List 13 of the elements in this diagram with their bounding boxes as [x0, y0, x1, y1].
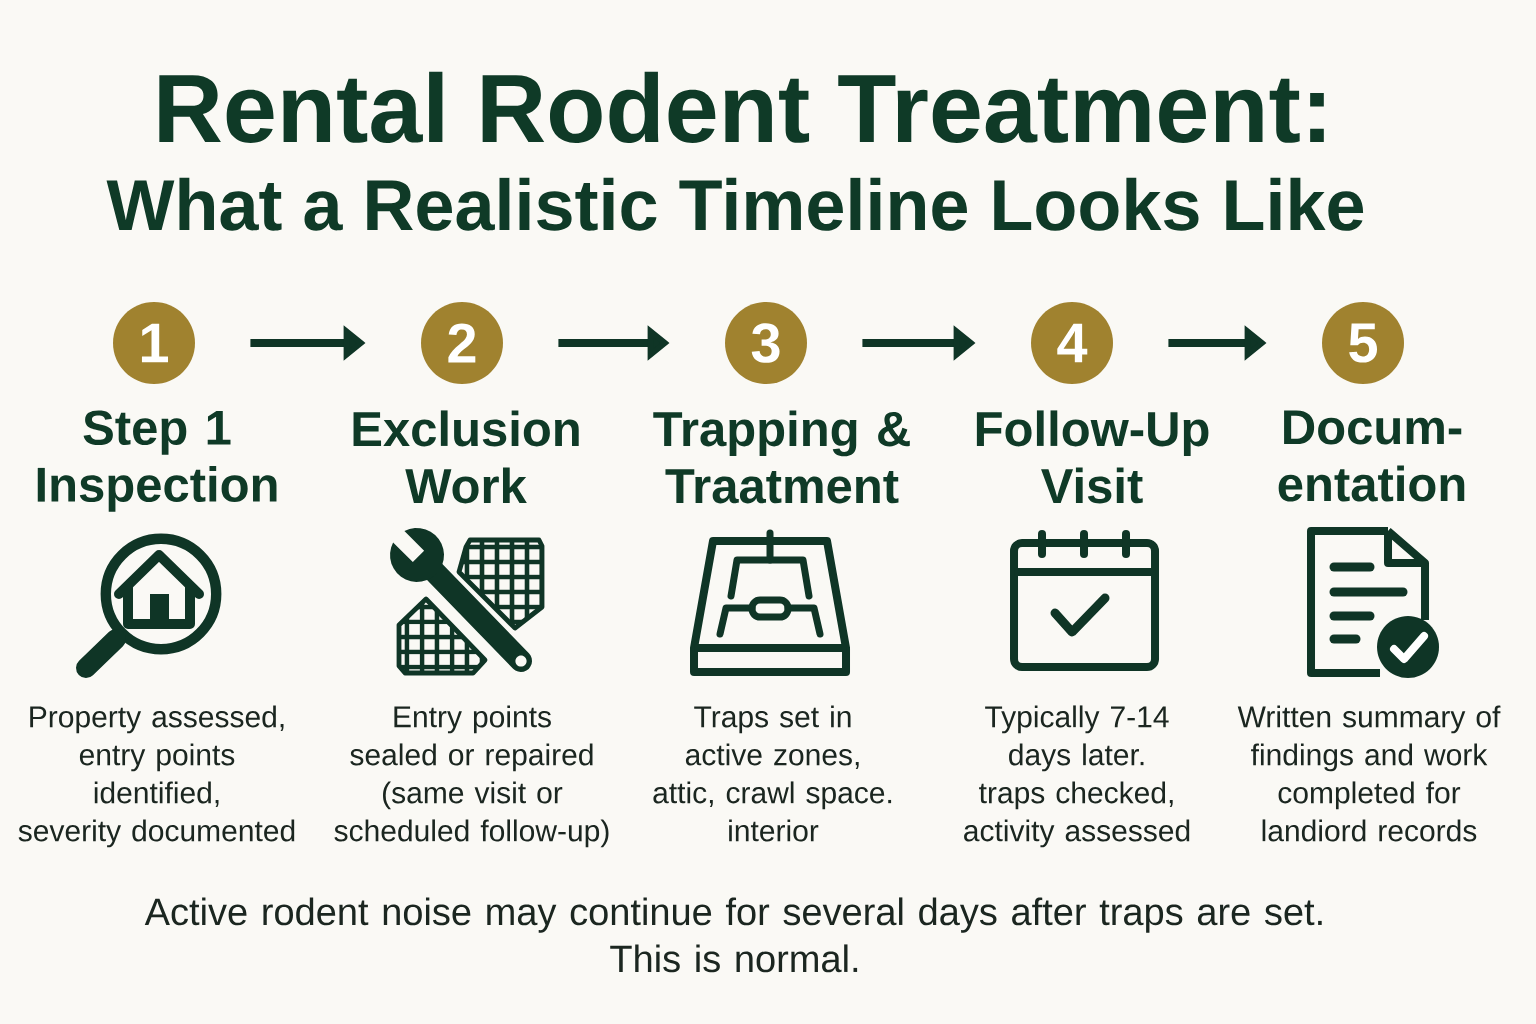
step-description: Written summary of findings and work completed for landiord records — [1237, 705, 1501, 842]
step-heading: Step 1 Inspection — [37, 410, 277, 512]
title: Rental Rodent Treatment: — [159, 71, 1324, 143]
step-heading: Trapping & Traatment — [653, 410, 910, 504]
subtitle: What a Realistic Timeline Looks Like — [106, 177, 1364, 231]
step-description: Traps set in active zones, attic, crawl space. interior — [653, 705, 892, 842]
step-description: Typically 7-14 days later. traps checked, activity assessed — [964, 705, 1190, 848]
step-heading: Exclusion Work — [353, 410, 579, 504]
step-heading: Follow-Up Visit — [976, 410, 1209, 504]
step-description: Property assessed, entry points identified, severity documented — [18, 705, 295, 848]
step-heading: Docum- entation — [1278, 410, 1465, 502]
note-text: Active rodent noise may continue for several days after traps are set. This is normal. — [144, 897, 1322, 973]
step-description: Entry points sealed or repaired (same visit or scheduled follow-up) — [334, 705, 609, 848]
